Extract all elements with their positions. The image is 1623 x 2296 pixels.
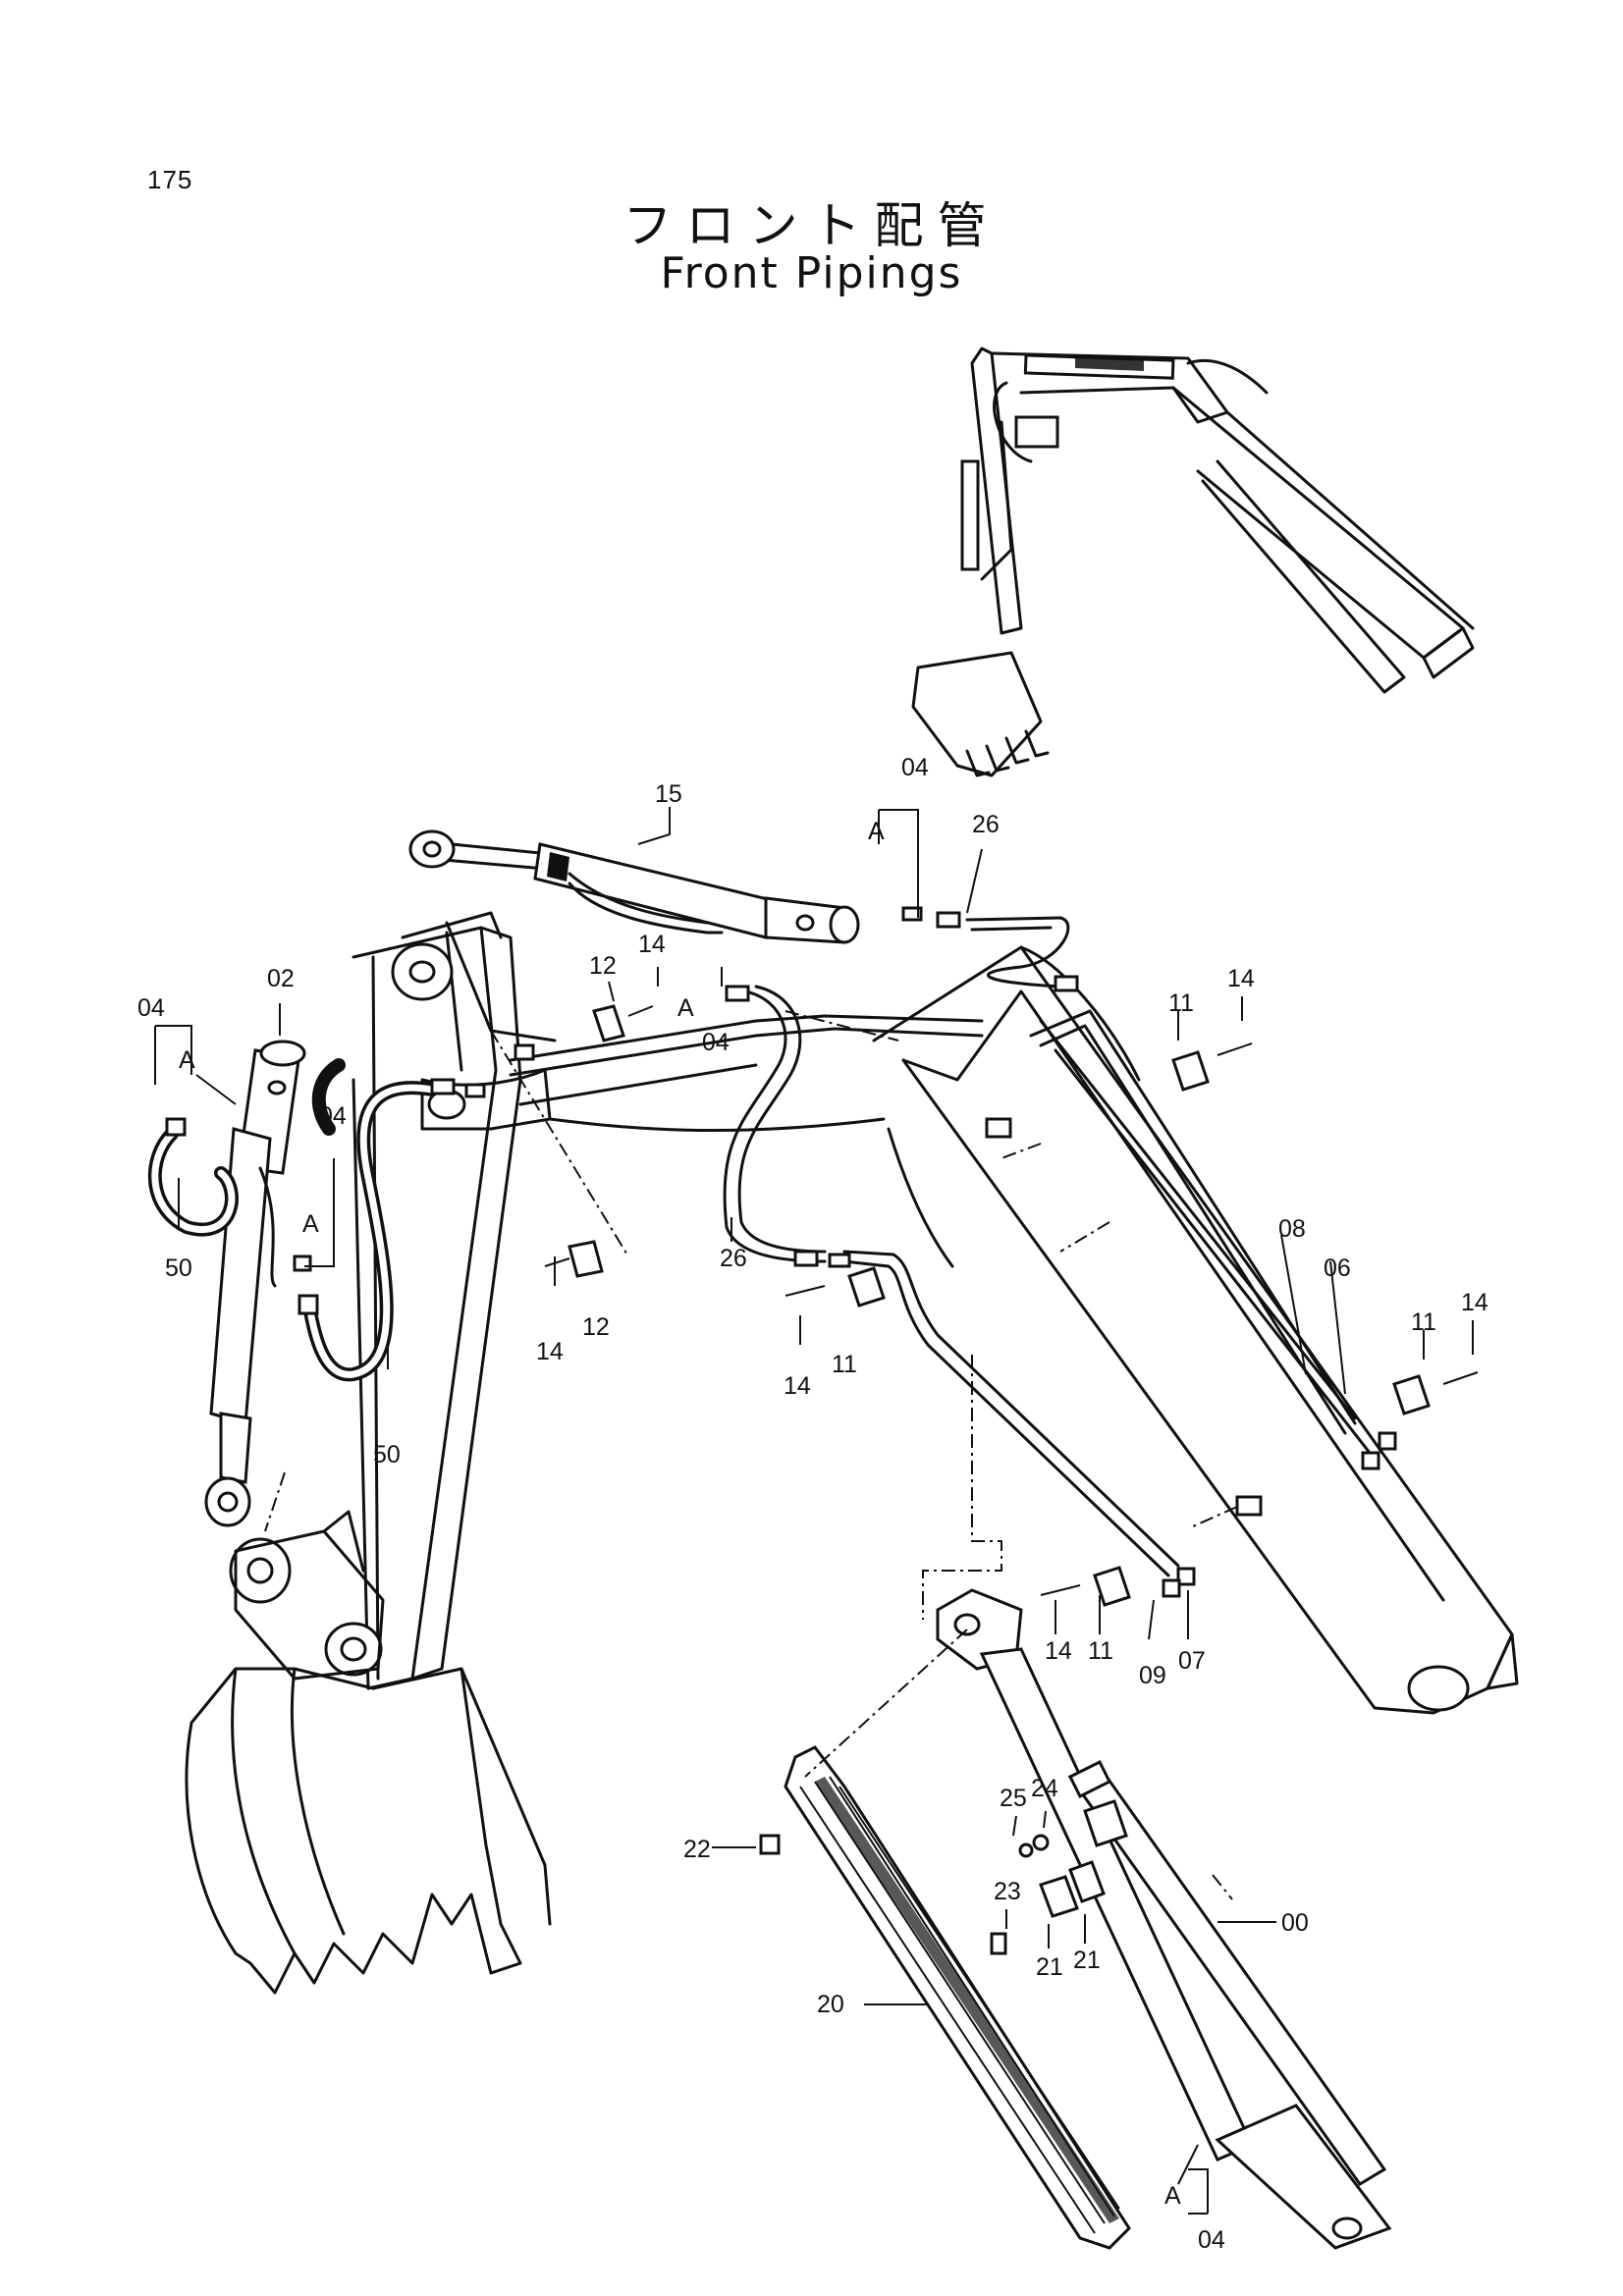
callout-20: 20 [817,1991,844,2018]
pipes-arm-side [509,1014,984,1133]
callout-a-l2: A [302,1210,319,1238]
fittings [165,906,1397,1598]
callout-26-top: 26 [972,811,1000,838]
callout-14-r: 14 [1227,965,1255,992]
bucket [185,1510,552,1995]
callout-11-rr: 11 [1411,1308,1436,1336]
callout-04-left: 04 [137,994,165,1022]
hose-26 [723,916,1070,1263]
callout-08: 08 [1278,1215,1306,1243]
callout-a-top: A [868,818,885,845]
cylinder-cover [784,1745,1131,2250]
hose-50-left [147,1127,239,1237]
page-number: 175 [147,165,193,194]
arm-cylinder [408,829,860,944]
callout-00: 00 [1281,1909,1309,1937]
callout-21-b: 21 [1073,1947,1101,1974]
callout-14-c: 14 [784,1372,811,1400]
callout-12-a: 12 [589,952,617,980]
callout-11-r: 11 [1168,989,1194,1017]
pipes-06-08 [1029,1009,1372,1455]
callout-23: 23 [994,1878,1021,1905]
callout-50-mid: 50 [373,1441,401,1468]
callout-25: 25 [1000,1785,1027,1812]
title-english: Front Pipings [660,248,963,298]
callout-14-b: 14 [536,1338,564,1365]
callout-14-a: 14 [638,931,666,958]
callout-labels: 15 04 A 26 14 12 A 04 02 04 A 50 04 A 50… [137,754,1488,2254]
inset-excavator-front [911,347,1475,777]
callout-14-d: 14 [1045,1637,1072,1665]
callout-12-b: 12 [582,1313,610,1341]
cover-brackets [759,1799,1128,1955]
callout-14-rr: 14 [1461,1289,1488,1316]
callout-04-top: 04 [901,754,929,781]
callout-11-c: 11 [832,1351,857,1378]
callout-06: 06 [1324,1255,1351,1282]
hose-50-mid [302,1058,439,1382]
callout-09: 09 [1139,1662,1166,1689]
callout-15: 15 [655,780,682,808]
callout-a-bot: A [1164,2182,1181,2210]
callout-04-mid: 04 [702,1029,730,1056]
callout-24: 24 [1031,1775,1058,1802]
callout-50-left: 50 [165,1255,192,1282]
callout-21-a: 21 [1036,1953,1063,1981]
callout-11-d: 11 [1088,1637,1113,1665]
callout-04-bot: 04 [1198,2226,1225,2254]
boom-cylinder [936,1588,1392,2250]
callout-26-mid: 26 [720,1245,747,1272]
callout-22: 22 [683,1836,711,1863]
boom [872,945,1519,1715]
callout-07: 07 [1178,1647,1206,1675]
leader-lines [154,807,1474,2215]
title-japanese: フロント配管 [622,197,1001,254]
clamps-and-bolts [544,1004,1479,1607]
callout-02: 02 [267,965,295,992]
callout-a-mid: A [677,994,694,1022]
center-lines [264,1010,1238,1900]
callout-04-l2: 04 [319,1102,347,1130]
bucket-cylinder [204,1040,306,1527]
callout-a-left: A [179,1046,195,1074]
pipes-07-09 [842,1127,1180,1577]
